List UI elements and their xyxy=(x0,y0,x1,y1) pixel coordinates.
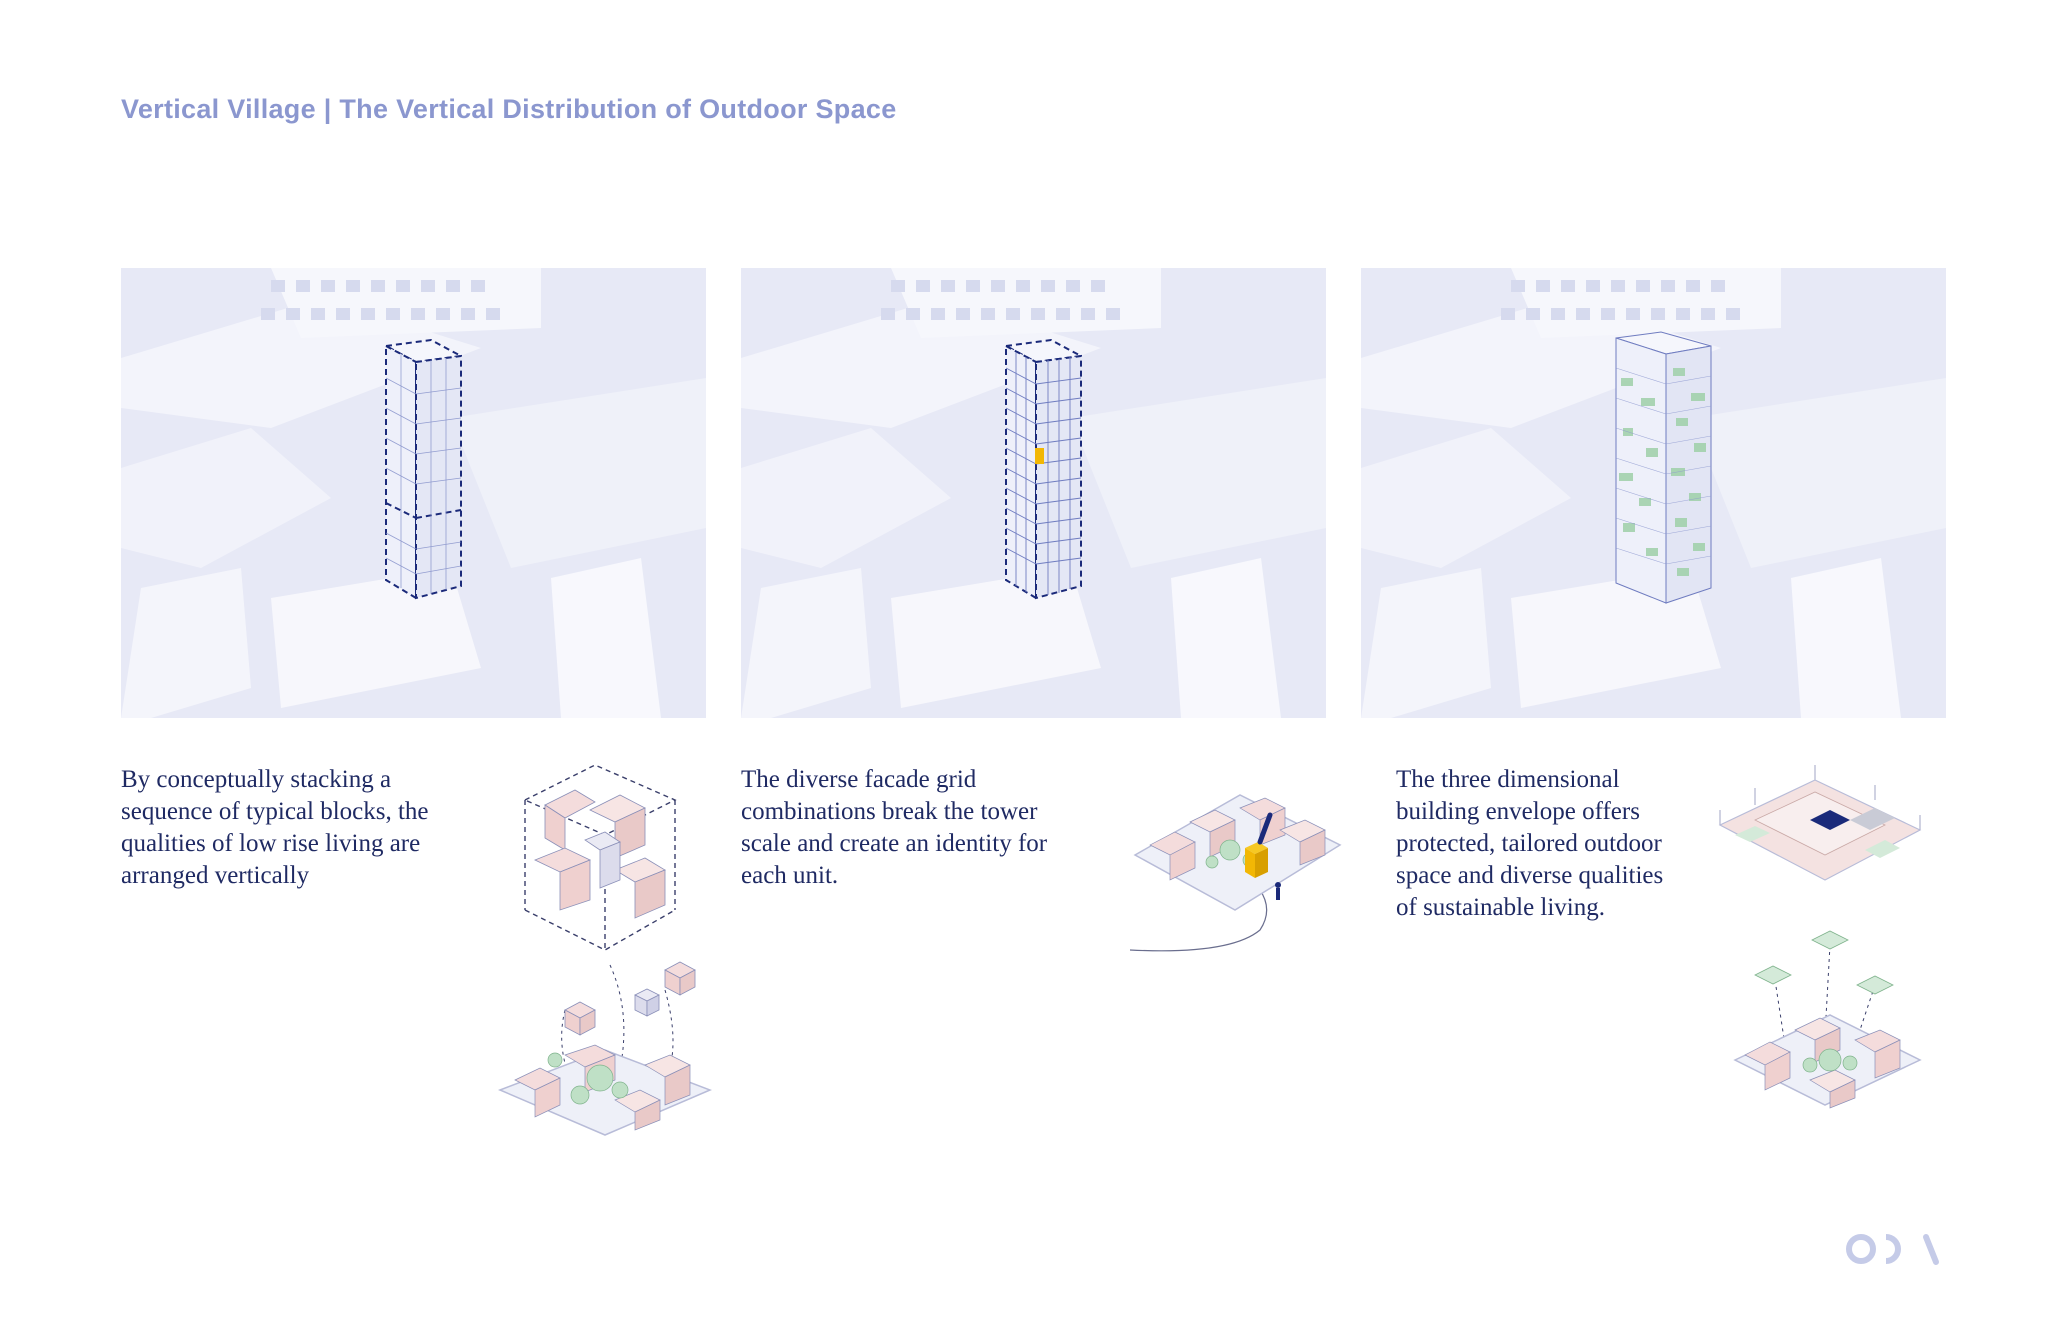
caption-stacked-blocks: By conceptually stacking a sequence of t… xyxy=(121,766,429,889)
floor-plate-gardens-diagram xyxy=(1715,760,1930,1120)
city-render-green-terraces xyxy=(1361,268,1946,718)
city-render-facade-grid xyxy=(741,268,1326,718)
highlighted-unit xyxy=(1035,448,1044,464)
city-render-3-illustration xyxy=(1361,268,1946,718)
caption-building-envelope: The three dimensional building envelope … xyxy=(1396,766,1664,921)
highlighted-unit-diagram xyxy=(1130,760,1345,965)
city-render-stacked-tower xyxy=(121,268,706,718)
oda-logo-icon xyxy=(1844,1232,1944,1266)
city-render-2-illustration xyxy=(741,268,1326,718)
page-title: Vertical Village | The Vertical Distribu… xyxy=(121,94,897,124)
stacked-blocks-diagram xyxy=(495,760,715,1150)
caption-facade-grid: The diverse facade grid combinations bre… xyxy=(741,766,1048,889)
city-render-1-illustration xyxy=(121,268,706,718)
selected-unit xyxy=(1810,810,1850,830)
